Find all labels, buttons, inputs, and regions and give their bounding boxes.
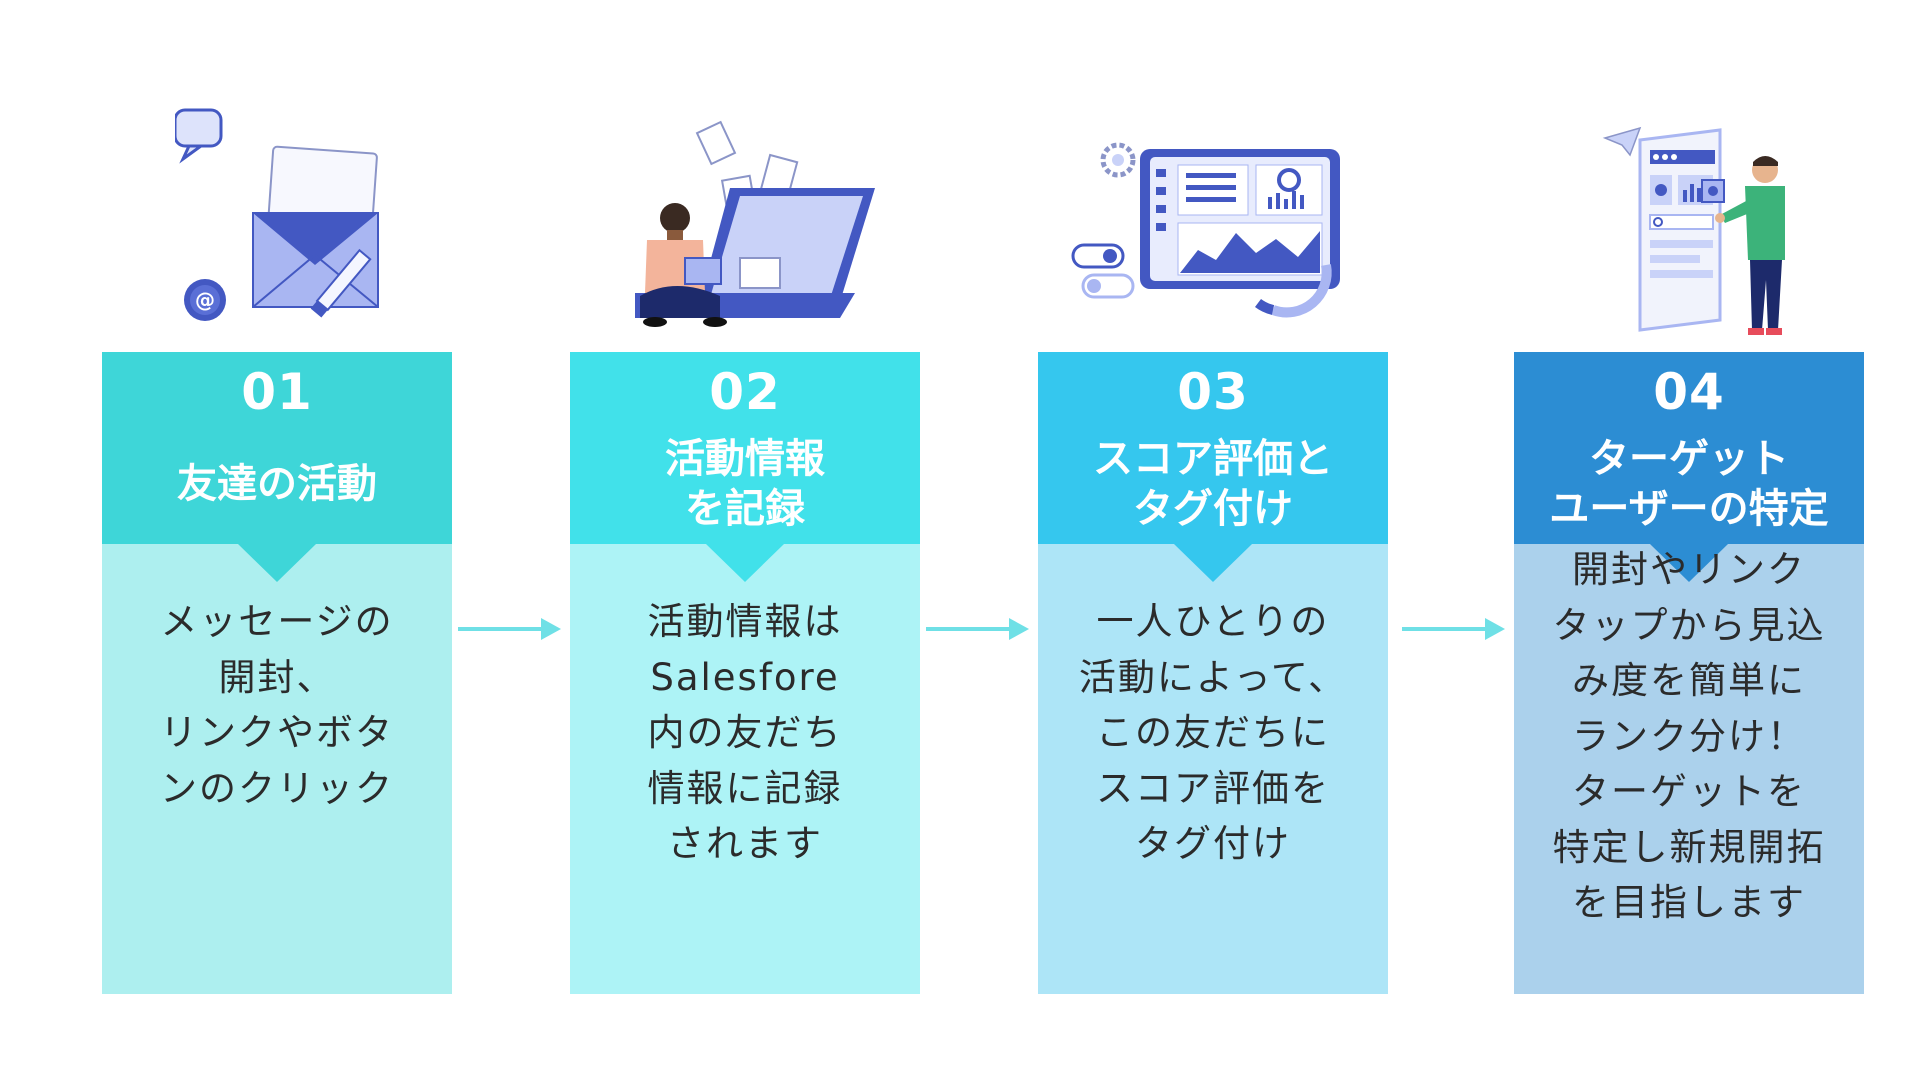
step-body-4 [1514,544,1864,994]
step-body-2 [570,544,920,994]
svg-text:@: @ [195,288,215,312]
analytics-dashboard-icon [1071,142,1340,318]
step-card-1: 01 友達の活動 メッセージの 開封、 リンクやボタ ンのクリック [102,352,452,994]
step-number: 04 [1653,363,1725,421]
step-number: 01 [241,363,313,421]
person-web-screen-icon [1602,126,1785,335]
step-description: 活動情報は Salesfore 内の友だち 情報に記録 されます [647,600,843,865]
step-number: 03 [1177,363,1249,421]
step-header-2: 02 活動情報 を記録 [570,352,920,544]
step-card-4: 04 ターゲット ユーザーの特定 開封やリンク タップから見込 み度を簡単に ラ… [1514,352,1864,994]
step-card-2: 02 活動情報 を記録 活動情報は Salesfore 内の友だち 情報に記録 … [570,352,920,994]
step-header-1: 01 友達の活動 [102,352,452,544]
step-header-4: 04 ターゲット ユーザーの特定 [1514,352,1864,544]
arrow-right-icon [926,618,1029,640]
person-laptop-documents-icon [635,120,875,327]
arrow-right-icon [458,618,561,640]
step-description: 開封やリンク タップから見込 み度を簡単に ランク分け！ ターゲットを 特定し新… [1552,548,1826,924]
step-description: 一人ひとりの 活動によって、 この友だちに スコア評価を タグ付け [1078,600,1348,865]
step-title: 活動情報 を記録 [665,436,825,532]
step-card-3: 03 スコア評価と タグ付け 一人ひとりの 活動によって、 この友だちに スコア… [1038,352,1388,994]
step-header-3: 03 スコア評価と タグ付け [1038,352,1388,544]
step-number: 02 [709,363,781,421]
step-title: ターゲット ユーザーの特定 [1549,436,1829,532]
pointer-notch [1650,544,1728,582]
pointer-notch [706,544,784,582]
step-title: 友達の活動 [177,461,377,507]
step-body-1 [102,544,452,994]
pointer-notch [1174,544,1252,582]
pointer-notch [238,544,316,582]
arrow-right-icon [1402,618,1505,640]
step-title: スコア評価と タグ付け [1093,436,1333,532]
step-description: メッセージの 開封、 リンクやボタ ンのクリック [160,600,394,810]
step-body-3 [1038,544,1388,994]
envelope-email-icon: @ [175,108,379,321]
